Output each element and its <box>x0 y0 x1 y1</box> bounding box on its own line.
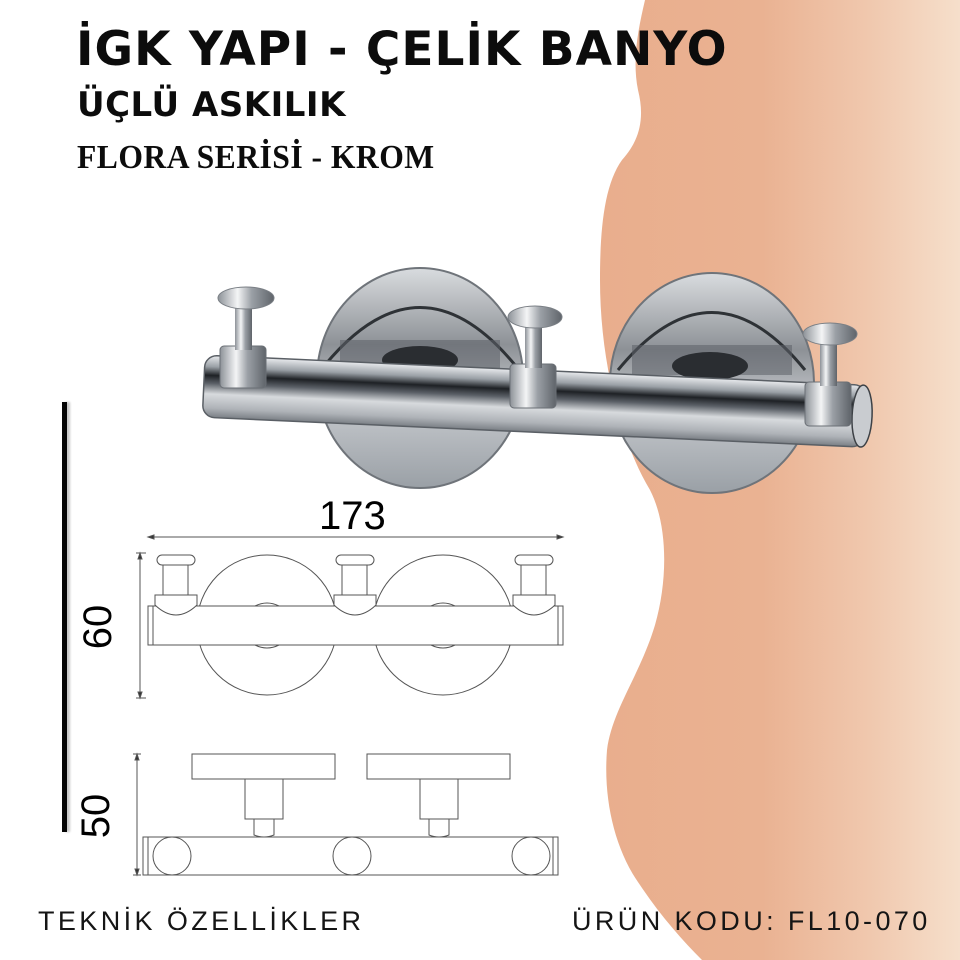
dimension-depth-label: 50 <box>74 793 118 839</box>
dimension-height-label: 60 <box>76 604 120 650</box>
product-name: ÜÇLÜ ASKILIK <box>77 85 346 125</box>
hook-middle <box>507 305 563 409</box>
technical-specs-label: TEKNİK ÖZELLİKLER <box>38 906 365 936</box>
product-code: ÜRÜN KODU: FL10-070 <box>572 906 931 936</box>
hook-left <box>217 286 275 389</box>
brand-title: İGK YAPI - ÇELİK BANYO <box>76 22 728 77</box>
hook-right <box>802 322 858 427</box>
dimension-width-label: 173 <box>319 494 386 538</box>
vertical-accent-bar <box>62 402 67 832</box>
series-subtitle: FLORA SERİSİ - KROM <box>77 139 435 176</box>
